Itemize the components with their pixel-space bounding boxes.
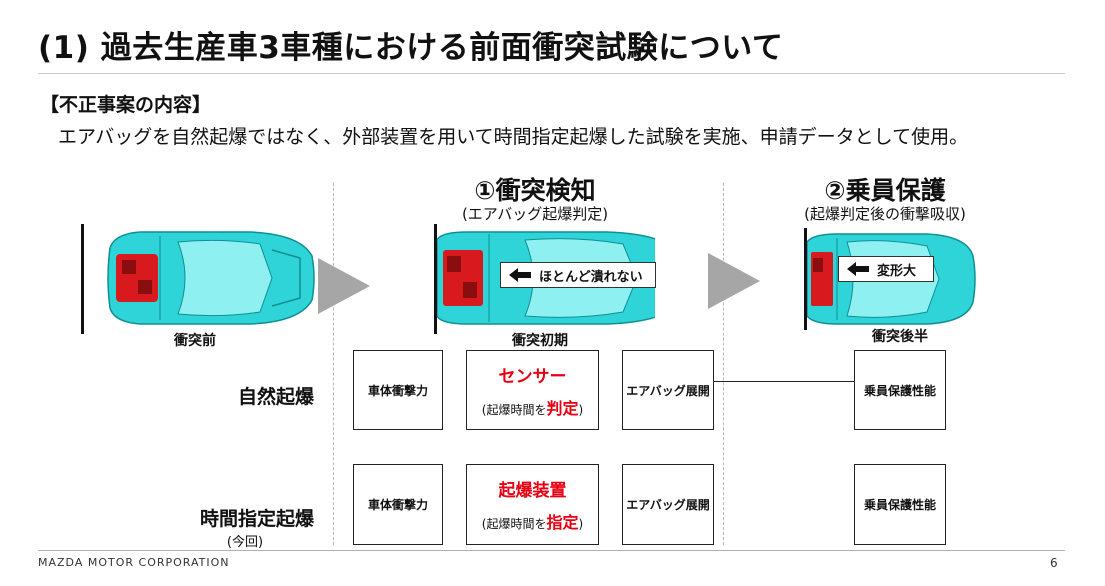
box-natural-sensor-title: センサー — [498, 366, 567, 387]
flow-arrow-2 — [708, 253, 760, 309]
footer-company: MAZDA MOTOR CORPORATION — [38, 556, 230, 569]
footer-divider — [38, 550, 1065, 551]
callout-initial: ほとんど潰れない — [500, 262, 656, 288]
box-timed-result: 乗員保護性能 — [854, 464, 946, 545]
barrier-wall — [81, 224, 84, 334]
car-before-collision — [100, 228, 318, 328]
barrier-wall-late — [804, 228, 807, 330]
row-label-timed: 時間指定起爆 — [199, 508, 314, 530]
box-timed-result-text: 乗員保護性能 — [863, 498, 936, 512]
box-natural-force: 車体衝撃力 — [353, 350, 443, 430]
callout-late: 変形大 — [838, 256, 934, 282]
box-natural-result-text: 乗員保護性能 — [863, 383, 936, 398]
callout-late-text: 変形大 — [877, 263, 917, 279]
phase-title-protect: ②乗員保護 — [824, 176, 946, 205]
stage-label-late: 衝突後半 — [872, 329, 928, 345]
title-divider — [38, 73, 1065, 74]
box-natural-sensor: センサー (起爆時間を判定) — [466, 350, 599, 430]
phase-subtitle-detect: (エアバッグ起爆判定) — [461, 205, 609, 223]
box-natural-result: 乗員保護性能 — [854, 350, 946, 430]
phase-divider-1 — [333, 183, 334, 545]
stage-label-initial: 衝突初期 — [512, 333, 568, 349]
note-pre: (起爆時間を — [481, 517, 547, 531]
note-post: ) — [578, 402, 584, 417]
box-timed-deploy: エアバッグ展開 — [622, 464, 714, 545]
connector-natural — [714, 381, 854, 382]
section-description: エアバッグを自然起爆ではなく、外部装置を用いて時間指定起爆した試験を実施、申請デ… — [58, 126, 969, 148]
row-label-natural: 自然起爆 — [237, 386, 314, 408]
box-timed-device-note: (起爆時間を指定) — [482, 509, 583, 533]
box-timed-device-title: 起爆装置 — [498, 481, 567, 501]
page-title: (1) 過去生産車3車種における前面衝突試験について — [38, 30, 784, 66]
box-timed-device: 起爆装置 (起爆時間を指定) — [466, 464, 599, 545]
phase-divider-2 — [723, 183, 724, 545]
page-number: 6 — [1050, 556, 1058, 570]
phase-title-detect: ①衝突検知 — [474, 176, 596, 205]
box-timed-deploy-text: エアバッグ展開 — [626, 498, 710, 512]
flow-arrow-1 — [318, 258, 370, 314]
box-natural-deploy-text: エアバッグ展開 — [626, 383, 710, 398]
phase-subtitle-protect: (起爆判定後の衝撃吸収) — [804, 205, 966, 223]
arrow-left-icon — [509, 268, 531, 282]
box-timed-force: 車体衝撃力 — [353, 464, 443, 545]
car-image — [107, 231, 315, 325]
note-emphasis: 指定 — [546, 513, 579, 532]
box-natural-deploy: エアバッグ展開 — [622, 350, 714, 430]
callout-initial-text: ほとんど潰れない — [539, 269, 643, 285]
box-natural-sensor-note: (起爆時間を判定) — [482, 395, 583, 419]
note-post: ) — [578, 517, 584, 531]
arrow-left-icon — [847, 262, 869, 276]
row-note-timed: (今回) — [226, 535, 264, 550]
box-timed-force-text: 車体衝撃力 — [367, 498, 428, 512]
stage-label-before: 衝突前 — [174, 333, 216, 349]
section-heading: 【不正事案の内容】 — [40, 94, 212, 116]
note-pre: (起爆時間を — [481, 402, 547, 417]
barrier-wall-initial — [434, 224, 437, 334]
note-emphasis: 判定 — [546, 398, 579, 418]
box-natural-force-text: 車体衝撃力 — [367, 383, 428, 398]
